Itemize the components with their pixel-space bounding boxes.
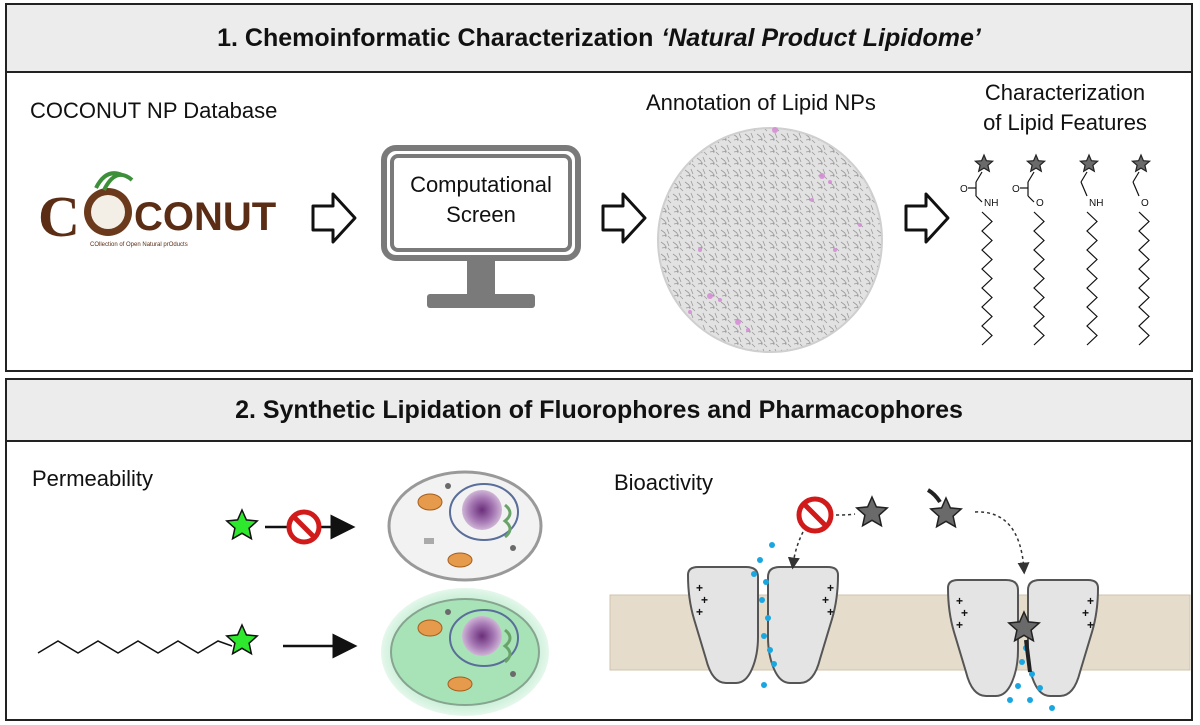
logo-tagline: COllection of Open Natural prOducts <box>90 242 188 248</box>
permeability-label: Permeability <box>32 466 154 491</box>
logo-rest: CONUT <box>134 195 276 239</box>
atom-label: NH <box>1089 198 1103 209</box>
bioactivity-label: Bioactivity <box>614 470 714 495</box>
lipid-structure: NH <box>1078 153 1103 346</box>
coconut-fruit-icon <box>84 171 134 236</box>
ions <box>751 542 1055 711</box>
svg-text:+: + <box>696 605 703 619</box>
panel2-header: 2. Synthetic Lipidation of Fluorophores … <box>7 380 1191 442</box>
coconut-db-label: COCONUT NP Database <box>30 98 278 123</box>
svg-text:+: + <box>696 581 703 595</box>
alkyl-chain <box>1138 211 1150 346</box>
coconut-logo: C CONUT COllection of Open Natural prOdu… <box>38 171 276 249</box>
star-icon <box>855 495 889 528</box>
svg-text:+: + <box>1087 594 1094 608</box>
channel1-charges: +++ +++ <box>696 581 834 619</box>
monitor-text-line1: Computational <box>410 172 552 197</box>
svg-text:+: + <box>827 581 834 595</box>
cell-icon <box>381 588 549 716</box>
alkyl-chain <box>1086 211 1098 346</box>
svg-text:+: + <box>956 618 963 632</box>
panel2-title: 2. Synthetic Lipidation of Fluorophores … <box>235 395 963 424</box>
characterization-line1: Characterization <box>984 80 1146 105</box>
arrow-right-icon <box>601 192 647 244</box>
atom-label: NH <box>984 198 998 209</box>
atom-label: O <box>1036 198 1044 209</box>
prohibition-icon <box>286 509 322 545</box>
lipid-structure: O NH <box>960 153 998 346</box>
panel-chemoinformatic: 1. Chemoinformatic Characterization ‘Nat… <box>5 3 1193 372</box>
ion-channel-icon <box>686 566 840 684</box>
star-icon <box>225 623 259 656</box>
atom-label: O <box>1141 198 1149 209</box>
annotation-label: Annotation of Lipid NPs <box>646 90 876 115</box>
ion-channel-icon <box>946 579 1100 697</box>
characterization-label: Characterization of Lipid Features <box>965 78 1165 138</box>
star-icon <box>929 496 963 529</box>
panel1-title: 1. Chemoinformatic Characterization <box>217 23 654 52</box>
monitor-icon: Computational Screen <box>381 145 581 308</box>
star-icon <box>973 153 995 173</box>
logo-c: C <box>38 184 80 249</box>
lipid-structure: OO <box>1012 153 1047 346</box>
arrow-right-icon <box>904 192 950 244</box>
star-icon <box>225 508 259 541</box>
prohibition-icon <box>796 496 834 534</box>
svg-text:+: + <box>1087 618 1094 632</box>
alkyl-chain <box>1033 211 1045 346</box>
panel1-header: 1. Chemoinformatic Characterization ‘Nat… <box>7 5 1191 73</box>
star-icon <box>1007 610 1041 643</box>
svg-text:+: + <box>701 593 708 607</box>
star-icon <box>1078 153 1100 173</box>
svg-text:+: + <box>1082 606 1089 620</box>
lipid-structure: O <box>1130 153 1152 346</box>
atom-label: O <box>1012 184 1020 195</box>
arrow-right-icon <box>311 192 357 244</box>
permeability-blocked-row <box>225 508 356 545</box>
lipid-tail <box>37 640 233 654</box>
permeability-lipidated-row <box>37 623 358 659</box>
svg-text:+: + <box>827 605 834 619</box>
monitor-text-line2: Screen <box>446 202 516 227</box>
svg-text:+: + <box>956 594 963 608</box>
star-icon <box>1130 153 1152 173</box>
characterization-line2: of Lipid Features <box>983 110 1147 135</box>
svg-text:+: + <box>961 606 968 620</box>
channel2-charges: +++ +++ <box>956 594 1094 632</box>
np-cloud <box>657 127 883 353</box>
panel1-title-emphasis: ‘Natural Product Lipidome’ <box>661 23 981 52</box>
star-icon <box>1025 153 1047 173</box>
alkyl-chain <box>981 211 993 346</box>
cell-icon <box>387 470 543 582</box>
atom-label: O <box>960 184 968 195</box>
svg-text:+: + <box>822 593 829 607</box>
